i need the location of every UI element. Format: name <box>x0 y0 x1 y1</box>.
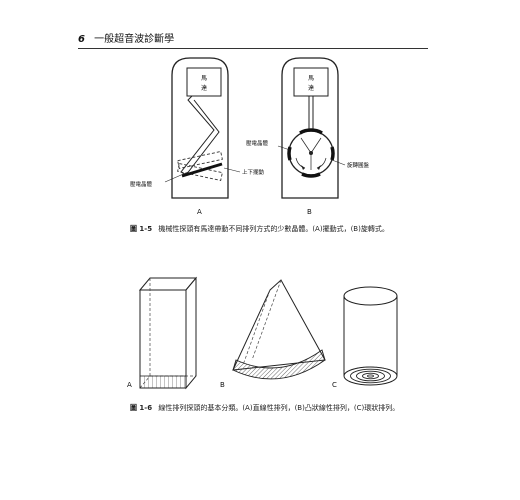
figure-1-5-caption: 圖 1-5 機械性探頭有馬達帶動不同排列方式的少數晶體。(A)擺動式，(B)旋轉… <box>130 225 389 234</box>
figure-number: 圖 1-5 <box>130 225 153 233</box>
leader-motion-a <box>223 167 241 173</box>
leader-crystal-b <box>277 145 291 151</box>
motor-box <box>186 67 222 97</box>
annular-ring-2 <box>350 368 391 384</box>
disc-crystal-right <box>330 146 335 161</box>
label-wheel-b: 旋轉圓盤 <box>347 161 370 169</box>
crystal-position-dashed-2 <box>177 162 223 182</box>
arrowhead-icon <box>301 165 305 170</box>
disc-spoke <box>300 137 312 154</box>
arrowhead-icon <box>317 165 321 170</box>
caption-text: 機械性探頭有馬達帶動不同排列方式的少數晶體。(A)擺動式，(B)旋轉式。 <box>158 225 389 233</box>
probe-housing-outline <box>171 57 229 199</box>
convex-element-array <box>232 349 326 380</box>
figure-1-5-panel-a: 馬 達 壓電晶體 上下擺動 A <box>130 57 265 216</box>
motor-box <box>293 67 329 97</box>
annular-ring-3 <box>356 370 385 382</box>
probe-housing-outline <box>281 57 339 199</box>
figure-1-6-panel-b: B <box>220 279 326 389</box>
box-front-face <box>139 289 187 389</box>
crystal-position-dashed-1 <box>177 150 223 170</box>
panel-letter-a: A <box>197 208 202 216</box>
figure-number: 圖 1-6 <box>130 404 153 412</box>
drive-linkage <box>180 95 220 176</box>
annular-ring-1 <box>343 366 398 386</box>
motor-label-line1: 馬 <box>201 75 207 82</box>
disc-crystal-top <box>299 128 323 135</box>
leader-crystal-a <box>164 171 189 183</box>
panel-letter-a: A <box>127 381 132 389</box>
disc-spoke <box>310 137 322 154</box>
caption-text: 線性排列探頭的基本分類。(A)直線性排列，(B)凸狀線性排列，(C)環狀排列。 <box>158 404 400 412</box>
book-title: 一般超音波診斷學 <box>94 34 175 45</box>
label-crystal-b: 壓電晶體 <box>246 139 269 147</box>
motor-label-line2: 達 <box>308 84 314 92</box>
annular-ring-5 <box>367 374 374 378</box>
figure-1-6-panel-a: A <box>127 276 198 390</box>
box-side-face <box>185 276 197 390</box>
disc-crystal-left <box>287 146 292 161</box>
leader-wheel-b <box>331 159 346 166</box>
figure-1-5-panel-b: 馬 達 壓電晶體 旋轉圓盤 B <box>246 57 370 216</box>
page-header: 6 一般超音波診斷學 <box>78 34 428 49</box>
linear-element-array <box>139 375 187 389</box>
cylinder-top <box>343 286 398 306</box>
annular-ring-4 <box>362 372 379 380</box>
motor-label-line2: 達 <box>201 84 207 92</box>
page-number: 6 <box>78 34 85 45</box>
disc-crystal-bottom <box>301 172 321 178</box>
panel-letter-b: B <box>220 381 225 389</box>
figure-1-6-panel-c: C <box>332 286 398 389</box>
label-crystal-a: 壓電晶體 <box>130 180 153 188</box>
motor-label-line1: 馬 <box>308 75 314 82</box>
crystal-element <box>181 162 223 178</box>
figure-1-6-caption: 圖 1-6 線性排列探頭的基本分類。(A)直線性排列，(B)凸狀線性排列，(C)… <box>130 404 399 413</box>
panel-letter-b: B <box>307 208 312 216</box>
label-motion-a: 上下擺動 <box>242 168 265 176</box>
panel-letter-c: C <box>332 381 337 389</box>
hidden-edge <box>242 289 271 366</box>
cylinder-body <box>343 296 398 376</box>
hidden-edge <box>251 279 282 361</box>
